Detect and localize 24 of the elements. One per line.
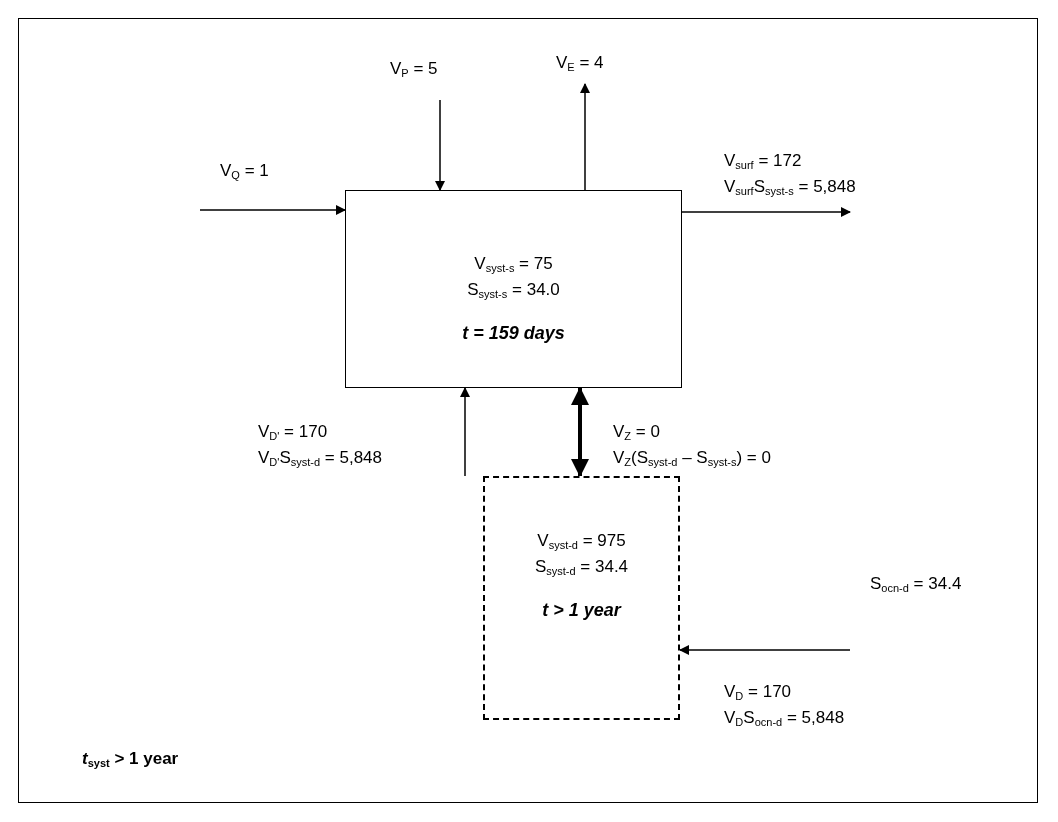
arrow: [580, 83, 590, 191]
box-value-text: V$_{syst-d}$ = 975: [536, 530, 627, 553]
box-value-text: S$_{syst-s}$ = 34.0: [466, 279, 561, 302]
box-value-text: V$_{syst-s}$ = 75: [473, 253, 554, 276]
surface-box: [345, 190, 682, 388]
arrow: [460, 387, 470, 477]
residence-time-label: t$_{syst}$ > 1 year: [82, 748, 179, 771]
edge-label: V$_{D'}$ = 170 V$_{D'}$S$_{syst-d}$ = 5,848: [258, 421, 382, 470]
residence-time-text: t > 1 year: [541, 600, 623, 621]
edge-label: V$_{Q}$ = 1: [220, 160, 269, 183]
arrow: [199, 205, 346, 215]
edge-label: V$_{surf}$ = 172 V$_{surf}$S$_{syst-s}$ = 5,848: [724, 150, 856, 199]
box-value-text: S$_{syst-d}$ = 34.4: [533, 556, 630, 579]
edge-label: V$_{P}$ = 5: [390, 58, 438, 81]
edge-label: V$_{D}$ = 170 V$_{D}$S$_{ocn-d}$ = 5,848: [724, 681, 845, 730]
arrow: [681, 207, 851, 217]
arrow: [435, 99, 445, 191]
edge-label: V$_{E}$ = 4: [556, 52, 604, 75]
residence-time-text: t = 159 days: [461, 323, 566, 344]
edge-label: V$_{Z}$ = 0 V$_{Z}$(S$_{syst-d}$ – S$_{syst-s}$) = 0: [613, 421, 771, 470]
deep-layer-box: [483, 476, 680, 720]
arrow: [679, 645, 851, 655]
salinity-label: S$_{ocn-d}$ = 34.4: [870, 573, 962, 596]
double-arrow: [571, 387, 589, 477]
